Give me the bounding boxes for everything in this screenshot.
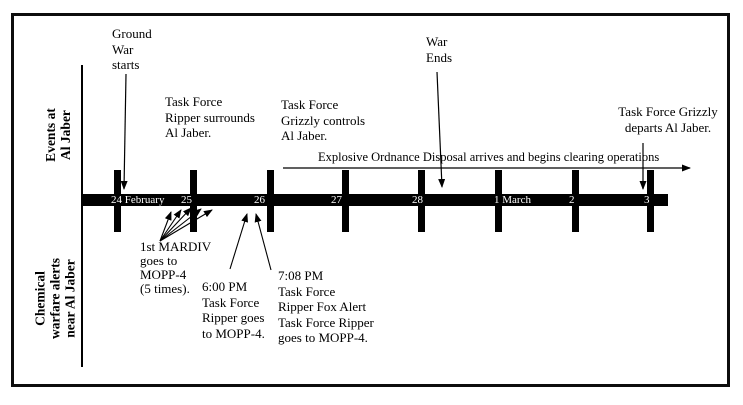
date-label-3: 3 — [644, 194, 650, 206]
note-ground-war-starts: Ground War starts — [112, 26, 152, 72]
timeline-tick-2 — [572, 170, 579, 232]
mardiv-fan-arrow-4 — [159, 208, 202, 242]
mardiv-fan-arrow-2 — [159, 209, 182, 242]
seven-08-pm-arrow — [254, 213, 272, 271]
date-label-27: 27 — [331, 194, 342, 206]
timeline-bar — [82, 194, 668, 206]
mardiv-fan-arrow-5 — [159, 209, 213, 242]
note-task-force-grizzly-departs: Task Force Grizzly departs Al Jaber. — [618, 104, 718, 135]
war-ends-arrow — [436, 71, 446, 188]
mardiv-fan-arrow-1 — [159, 211, 172, 242]
timeline-tick-28 — [418, 170, 425, 232]
mardiv-fan-arrow-3 — [159, 207, 192, 242]
timeline-tick-24feb — [114, 170, 121, 232]
note-708pm-ripper-fox-alert: 7:08 PM Task Force Ripper Fox Alert Task… — [278, 268, 374, 345]
vertical-axis-line — [81, 65, 83, 367]
date-label-24-february: 24 February — [111, 194, 165, 206]
mardiv-fan-arrows — [159, 207, 213, 242]
timeline-tick-27 — [342, 170, 349, 232]
note-600pm-ripper-mopp4: 6:00 PM Task Force Ripper goes to MOPP-4… — [202, 279, 265, 341]
six-pm-arrow — [229, 213, 248, 270]
note-task-force-ripper-surrounds: Task Force Ripper surrounds Al Jaber. — [165, 94, 255, 140]
date-label-2: 2 — [569, 194, 575, 206]
date-label-28: 28 — [412, 194, 423, 206]
timeline-tick-25 — [190, 170, 197, 232]
note-eod-clearing-operations: Explosive Ordnance Disposal arrives and … — [318, 150, 660, 164]
date-label-26: 26 — [254, 194, 265, 206]
note-war-ends: War Ends — [426, 34, 452, 65]
date-label-25: 25 — [181, 194, 192, 206]
ground-war-arrow — [120, 73, 128, 190]
date-label-1-march: 1 March — [494, 194, 531, 206]
timeline-tick-26 — [267, 170, 274, 232]
timeline-tick-3 — [647, 170, 654, 232]
note-task-force-grizzly-controls: Task Force Grizzly controls Al Jaber. — [281, 97, 366, 143]
note-1st-mardiv-mopp4: 1st MARDIV goes to MOPP-4 (5 times). — [140, 239, 212, 296]
timeline-tick-1march — [495, 170, 502, 232]
